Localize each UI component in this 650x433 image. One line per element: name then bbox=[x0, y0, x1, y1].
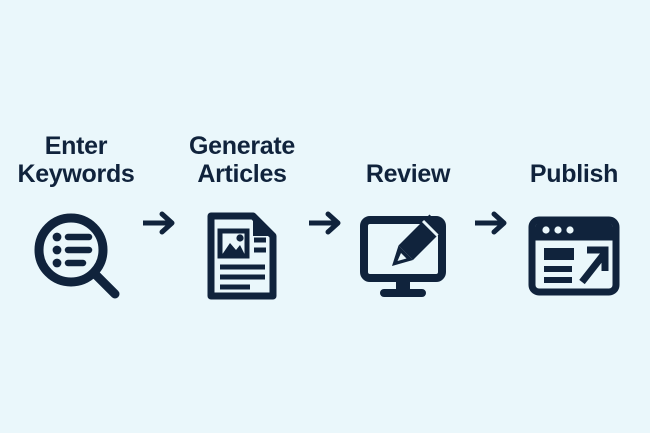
arrow-right-icon bbox=[143, 211, 175, 234]
document-image-icon bbox=[192, 210, 292, 302]
step-label-enter-keywords: Enter Keywords bbox=[17, 131, 135, 188]
step-label-generate-articles: Generate Articles bbox=[189, 131, 295, 188]
workflow-step-review: Review bbox=[347, 132, 469, 302]
step-label-publish: Publish bbox=[529, 159, 619, 188]
connector-arrow-3 bbox=[469, 132, 513, 302]
workflow-step-publish: Publish bbox=[513, 132, 635, 302]
connector-arrow-1 bbox=[137, 132, 181, 302]
magnifier-list-icon bbox=[26, 210, 126, 302]
workflow-step-enter-keywords: Enter Keywords bbox=[15, 132, 137, 302]
arrow-right-icon bbox=[309, 211, 341, 234]
browser-arrow-icon bbox=[524, 210, 624, 302]
arrow-right-icon bbox=[475, 211, 507, 234]
connector-arrow-2 bbox=[303, 132, 347, 302]
workflow-step-generate-articles: Generate Articles bbox=[181, 132, 303, 302]
monitor-pencil-icon bbox=[358, 210, 458, 302]
step-label-review: Review bbox=[365, 159, 451, 188]
